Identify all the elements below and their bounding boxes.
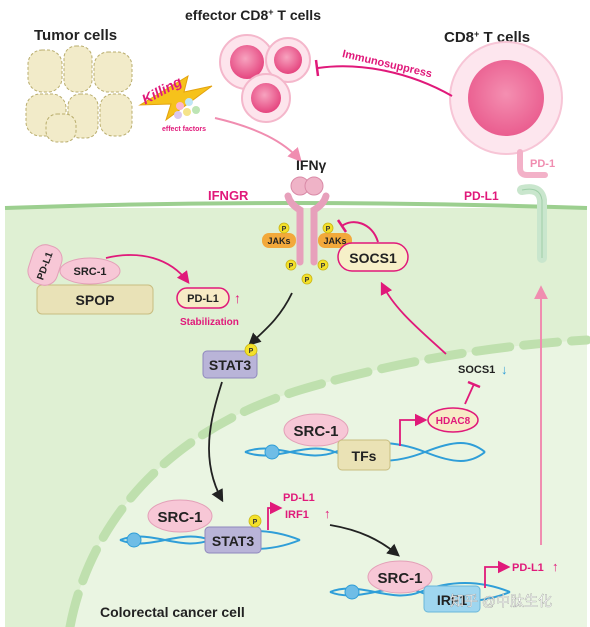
cell-name-label: Colorectal cancer cell <box>100 604 245 620</box>
pdl1-target-label: PD-L1 <box>283 492 315 504</box>
stat3-cyto: STAT3 P <box>202 343 258 379</box>
svg-text:P: P <box>289 263 294 270</box>
ifng-label: IFNγ <box>296 157 327 173</box>
pdl1-receptor-label: PD-L1 <box>464 189 499 203</box>
stat3-translocation-arrow <box>208 381 224 503</box>
spop-complex: SPOP SRC-1 PD-L1 <box>27 244 154 315</box>
svg-text:SRC-1: SRC-1 <box>157 509 202 526</box>
irf1-up-arrow: ↑ <box>324 506 331 521</box>
svg-text:P: P <box>253 519 258 526</box>
svg-text:STAT3: STAT3 <box>212 533 254 549</box>
jaks-right: JAKs <box>318 233 352 248</box>
effector-t-cells-label: effector CD8+ T cells <box>185 7 321 23</box>
stat3-nuc: STAT3 P <box>204 514 262 554</box>
svg-text:SRC-1: SRC-1 <box>293 423 338 440</box>
svg-text:P: P <box>326 226 331 233</box>
effector-t-cells <box>219 34 311 123</box>
pdl1-final-up-arrow: ↑ <box>552 559 559 574</box>
hdac8-node: HDAC8 <box>427 407 479 433</box>
dna-strand-irf1 <box>329 582 511 602</box>
socs1-down-label: SOCS1 <box>458 364 495 376</box>
phospho-badges: P P P P P <box>278 222 334 285</box>
src1-irf1: SRC-1 <box>367 560 433 594</box>
cd8-t-cells-label: CD8+ T cells <box>444 29 530 46</box>
inhibit-bar <box>314 59 320 77</box>
src1-stat3: SRC-1 <box>147 499 213 533</box>
stat3-target-arrow <box>267 501 283 530</box>
pdl1-stabilized: PD-L1 <box>176 287 230 309</box>
svg-text:JAKs: JAKs <box>323 236 346 246</box>
jaks-left: JAKs <box>262 233 296 248</box>
svg-text:IRF1: IRF1 <box>437 592 468 608</box>
pdl1-up-arrow: ↑ <box>234 290 241 306</box>
cd8-t-cell <box>449 41 563 155</box>
svg-text:TFs: TFs <box>352 448 377 464</box>
ifngr-label: IFNGR <box>208 188 249 203</box>
nuclear-envelope <box>65 335 590 627</box>
svg-text:SRC-1: SRC-1 <box>377 570 422 587</box>
jak-to-stat3-arrow <box>248 292 293 346</box>
effect-factors-label: effect factors <box>162 126 206 133</box>
tumor-cells-cluster <box>25 45 133 143</box>
lightning-bolt-icon <box>138 74 213 122</box>
irf1-box: IRF1 <box>423 585 481 613</box>
immunosuppress-label: Immunosuppress <box>341 48 433 80</box>
svg-text:P: P <box>321 263 326 270</box>
socs1-feedback-arrow <box>380 281 447 355</box>
irf1-target-arrow <box>484 560 511 588</box>
svg-text:SPOP: SPOP <box>76 292 115 308</box>
svg-text:P: P <box>282 226 287 233</box>
ifngr-receptor <box>284 192 330 266</box>
svg-text:HDAC8: HDAC8 <box>436 416 471 427</box>
pd1-receptor <box>517 149 548 178</box>
svg-text:STAT3: STAT3 <box>209 357 251 373</box>
svg-text:SRC-1: SRC-1 <box>73 266 106 278</box>
tfs-box: TFs <box>337 439 391 471</box>
socs1-node: SOCS1 <box>337 242 409 272</box>
effect-factors-dots <box>174 98 200 119</box>
immunosuppress-inhibit-line <box>317 65 453 97</box>
socs1-down-arrow: ↓ <box>501 362 508 377</box>
watermark-text: 知乎 @中肽生化 <box>450 593 552 609</box>
src1-tfs: SRC-1 <box>283 413 349 447</box>
svg-text:JAKs: JAKs <box>267 236 290 246</box>
pdl1-final-label: PD-L1 <box>512 562 544 574</box>
irf1-target-label: IRF1 <box>285 509 309 521</box>
svg-text:PD-L1: PD-L1 <box>187 293 219 305</box>
svg-text:P: P <box>249 348 254 355</box>
tumor-cells-label: Tumor cells <box>34 27 117 44</box>
socs1-inhibit-jaks <box>341 221 379 243</box>
hdac8-inhibit-line <box>464 383 475 405</box>
effector-to-ifng-arrow <box>214 117 302 163</box>
irf1-induction-arrow <box>329 524 400 557</box>
stabilization-label: Stabilization <box>180 317 239 328</box>
stabilization-arrow <box>105 254 190 285</box>
tfs-to-hdac8-arrow <box>399 413 428 446</box>
svg-text:SOCS1: SOCS1 <box>349 250 397 266</box>
svg-text:P: P <box>305 277 310 284</box>
ifng-ligand <box>290 176 324 196</box>
pd1-label: PD-1 <box>530 158 555 170</box>
